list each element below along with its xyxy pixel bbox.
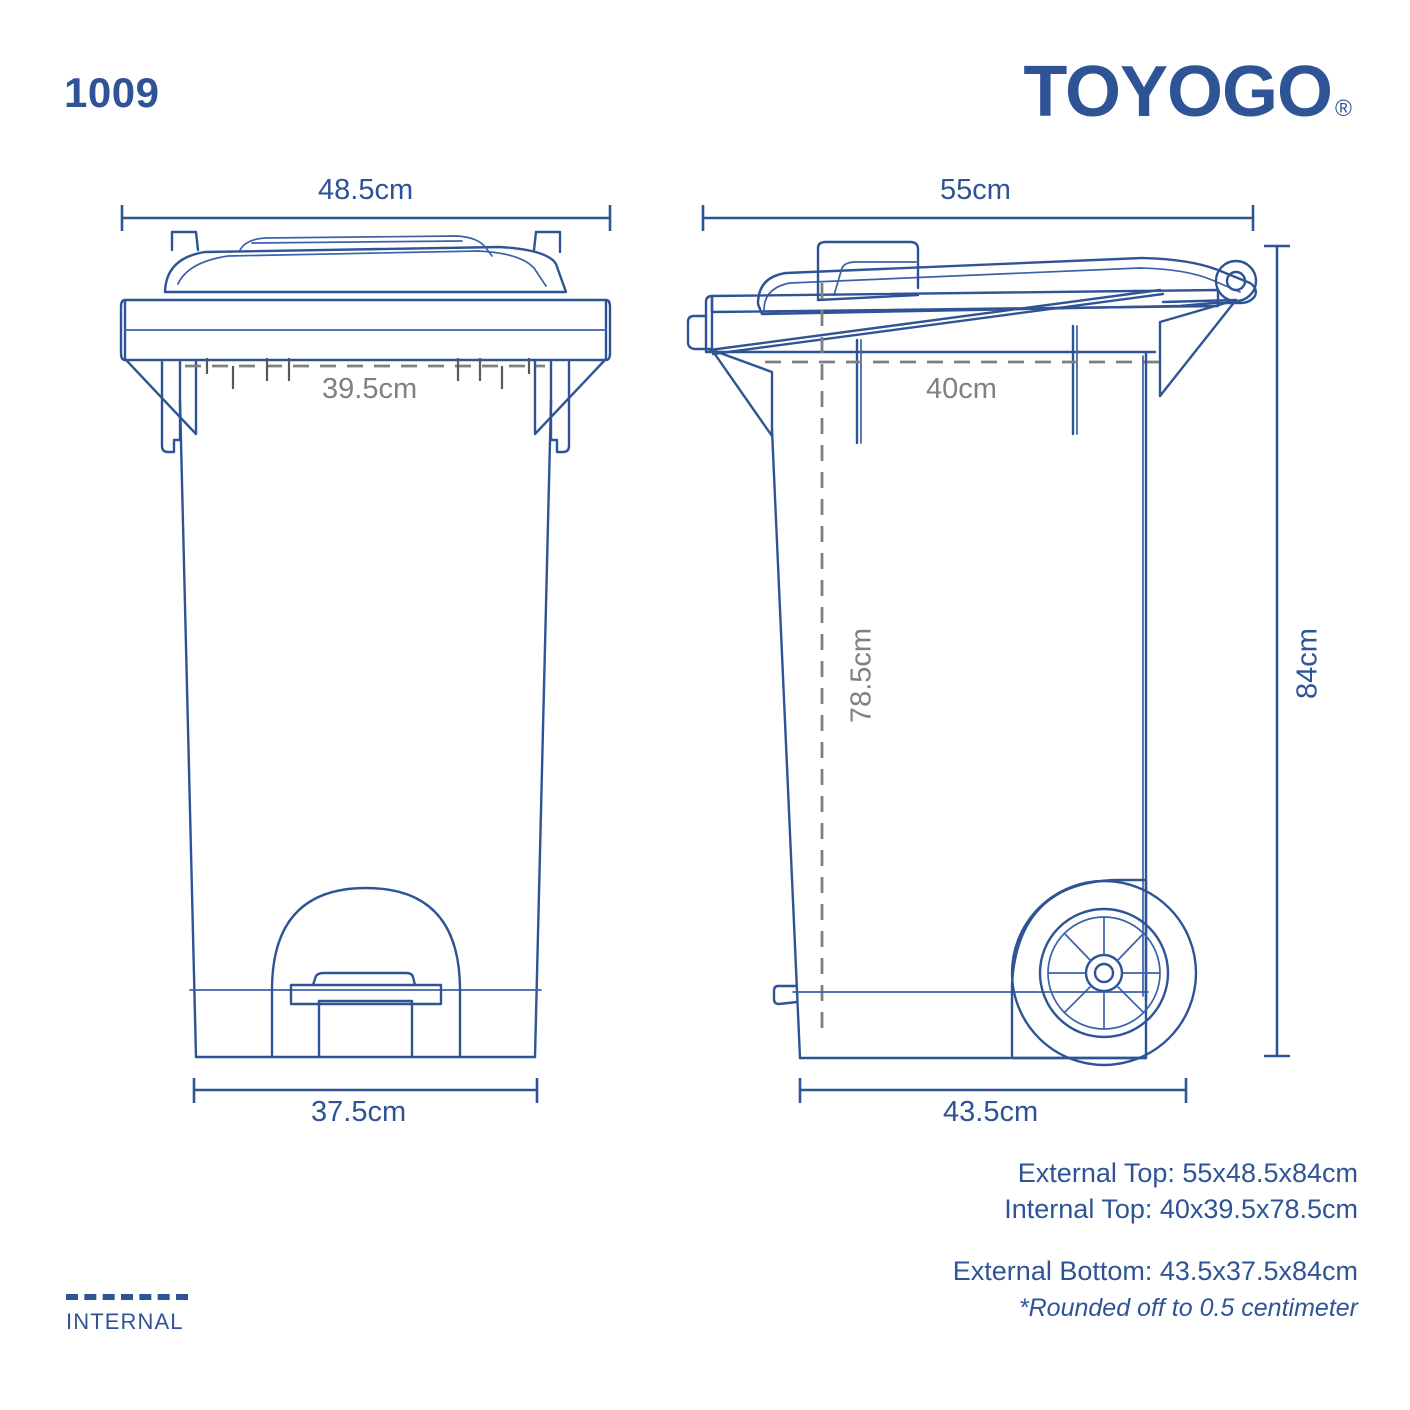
wheel-tire-inner — [1038, 907, 1170, 1039]
side-height-dimension-line — [1264, 244, 1290, 1058]
spec-spacer — [953, 1228, 1358, 1254]
wheel-tire-outer — [1010, 879, 1198, 1067]
side-bottom-depth-label: 43.5cm — [943, 1096, 1039, 1128]
front-bottom-dimension-line — [192, 1078, 539, 1103]
legend-dashed-line-swatch — [66, 1294, 188, 1300]
side-external-height-label: 84cm — [1291, 628, 1324, 699]
side-top-dimension-line — [701, 205, 1255, 231]
side-bottom-dimension-line — [798, 1078, 1188, 1103]
side-internal-height-label: 78.5cm — [845, 627, 878, 724]
front-bottom-width-label: 37.5cm — [311, 1096, 407, 1128]
wheel-spokes — [1047, 916, 1161, 1030]
front-top-dimension-line — [120, 205, 612, 231]
front-view-group — [119, 205, 612, 1103]
specification-block: External Top: 55x48.5x84cm Internal Top:… — [953, 1156, 1358, 1323]
internal-legend: INTERNAL — [66, 1294, 188, 1333]
spec-external-top: External Top: 55x48.5x84cm — [1017, 1158, 1358, 1188]
front-internal-ticks — [205, 358, 531, 389]
side-internal-depth-label: 40cm — [926, 373, 997, 405]
brand-logo: TOYOGO ® — [1023, 52, 1352, 132]
spec-internal-top: Internal Top: 40x39.5x78.5cm — [1004, 1193, 1358, 1224]
registered-trademark-icon: ® — [1335, 95, 1352, 122]
wheel-hub-inner — [1093, 962, 1115, 984]
side-top-depth-label: 55cm — [940, 174, 1011, 206]
front-top-width-label: 48.5cm — [318, 174, 414, 206]
spec-external-bottom: External Bottom: 43.5x37.5x84cm — [952, 1255, 1358, 1286]
product-code: 1009 — [64, 69, 160, 116]
front-internal-width-label: 39.5cm — [322, 373, 418, 405]
side-view-group — [686, 205, 1290, 1103]
legend-label: INTERNAL — [66, 1309, 184, 1334]
spec-rounding-note: *Rounded off to 0.5 centimeter — [1018, 1293, 1358, 1322]
brand-wordmark: TOYOGO — [1023, 52, 1333, 132]
